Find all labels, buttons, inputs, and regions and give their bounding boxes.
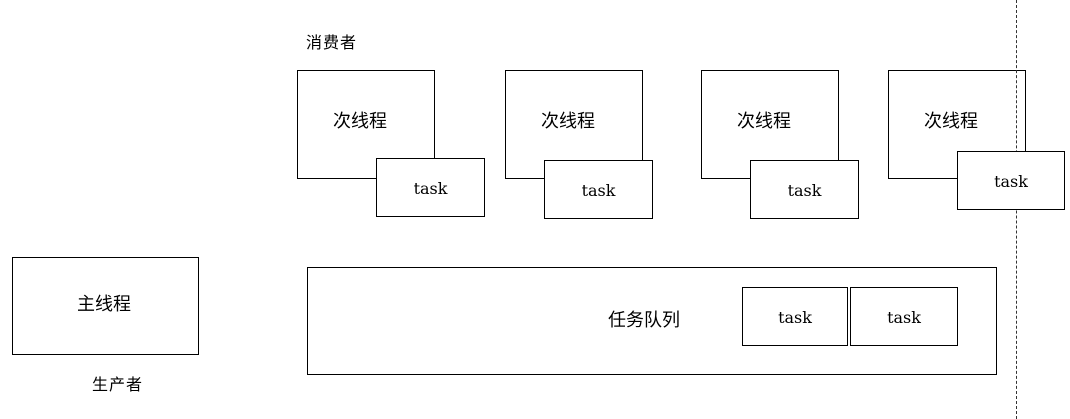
queue-task-box: task xyxy=(850,287,958,346)
consumer-task-box: task xyxy=(544,160,653,219)
producer-thread-label: 主线程 xyxy=(77,294,131,315)
consumer-task-box: task xyxy=(750,160,859,219)
task-queue-box: 任务队列 task task xyxy=(307,267,997,375)
consumer-task-label: task xyxy=(413,179,448,198)
consumer-thread-box: 次线程 xyxy=(297,70,435,179)
consumer-thread-label: 次线程 xyxy=(737,111,791,132)
queue-task-box: task xyxy=(742,287,848,346)
consumer-thread-label: 次线程 xyxy=(924,111,978,132)
consumer-task-label: task xyxy=(787,181,822,200)
queue-task-label: task xyxy=(778,308,812,327)
queue-task-label: task xyxy=(887,308,921,327)
consumers-caption: 消费者 xyxy=(306,33,358,52)
producer-thread-box: 主线程 xyxy=(12,257,199,355)
producer-caption: 生产者 xyxy=(92,375,144,394)
consumer-thread-label: 次线程 xyxy=(541,111,595,132)
consumer-thread-label: 次线程 xyxy=(333,111,387,132)
consumer-task-label: task xyxy=(994,172,1028,191)
consumer-task-label: task xyxy=(581,181,616,200)
task-queue-label: 任务队列 xyxy=(608,310,680,331)
consumer-task-box: task xyxy=(957,151,1065,210)
consumer-task-box: task xyxy=(376,158,485,217)
